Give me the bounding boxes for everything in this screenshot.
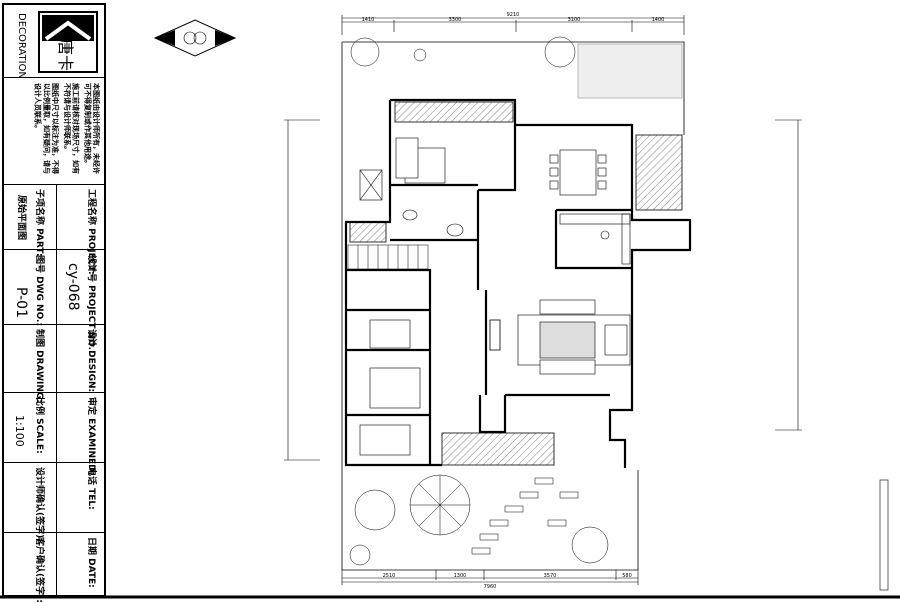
stepping-stones bbox=[471, 477, 579, 555]
designer-confirm-label: 设计师确认(签字): bbox=[34, 467, 44, 542]
side-bar bbox=[879, 479, 889, 591]
sofa-set bbox=[517, 299, 631, 375]
dim-top: 3300 bbox=[449, 17, 462, 23]
design-label: 设计 DESIGN: bbox=[86, 329, 96, 393]
notes-block: 本图纸由设计师所有，未经许可不得复制或作其他用途。 施工前请核对现场尺寸，如有不… bbox=[8, 83, 101, 179]
svg-text:唐卡: 唐卡 bbox=[56, 39, 75, 71]
dim-total-top: 9210 bbox=[507, 12, 520, 18]
examined-label: 审定 EXAMINED: bbox=[86, 397, 96, 476]
project-no-value: cy-068 bbox=[65, 263, 81, 311]
client-confirm-label: 客户确认(签字): bbox=[34, 537, 44, 603]
brand-text: DECORATION bbox=[16, 13, 27, 79]
note-line: 施工前请核对现场尺寸，如有不符请与设计师联系。 bbox=[62, 83, 80, 174]
company-logo: 唐卡 bbox=[38, 11, 98, 73]
dim-total-bottom: 7960 bbox=[484, 584, 497, 590]
side-dimensions bbox=[284, 119, 802, 461]
date-label: 日期 DATE: bbox=[86, 537, 96, 588]
dim-bottom: 3570 bbox=[544, 573, 557, 579]
scale-value: 1:100 bbox=[13, 415, 26, 447]
dim-top: 1410 bbox=[362, 17, 375, 23]
dim-top: 1400 bbox=[652, 17, 665, 23]
tel-label: 电话 TEL: bbox=[86, 467, 96, 510]
bathroom-fixtures bbox=[359, 137, 464, 237]
dim-top: 3100 bbox=[568, 17, 581, 23]
dwg-no-label: 图号 DWG NO.: bbox=[34, 255, 44, 327]
note-line: 图纸中尺寸以标注为准，不得以比例量取，如有疑问，请与设计人员联系。 bbox=[33, 83, 60, 174]
north-arrow-icon bbox=[153, 19, 237, 57]
top-dimensions bbox=[341, 15, 685, 35]
dining-table bbox=[549, 149, 607, 196]
part-label: 子项名称 PART: bbox=[34, 189, 44, 257]
dim-bottom: 580 bbox=[622, 573, 632, 579]
garden-plants bbox=[349, 36, 609, 566]
dim-bottom: 1300 bbox=[454, 573, 467, 579]
balconies bbox=[349, 101, 683, 466]
part-value: 原始平面图 bbox=[16, 195, 26, 241]
site-boundary bbox=[341, 41, 685, 571]
kitchen-counter bbox=[559, 213, 631, 265]
dwg-no-value: P-01 bbox=[13, 287, 29, 319]
walls bbox=[344, 98, 692, 468]
fireplace bbox=[489, 319, 501, 351]
title-block: 唐卡 DECORATION 本图纸由设计师所有，未经许可不得复制或作其他用途。 … bbox=[2, 3, 106, 603]
project-no-label: 设计号 PROJECT NO.: bbox=[86, 255, 96, 354]
bottom-dimensions bbox=[341, 570, 639, 585]
drawing-label: 制图 DRAWING: bbox=[34, 329, 44, 403]
note-line: 本图纸由设计师所有，未经许可不得复制或作其他用途。 bbox=[83, 83, 100, 174]
staircase bbox=[347, 244, 429, 270]
project-label: 工程名称 PROJECT: bbox=[86, 189, 96, 275]
dim-bottom: 2510 bbox=[383, 573, 396, 579]
scale-label: 比例 SCALE: bbox=[34, 397, 44, 454]
beds bbox=[359, 147, 446, 456]
